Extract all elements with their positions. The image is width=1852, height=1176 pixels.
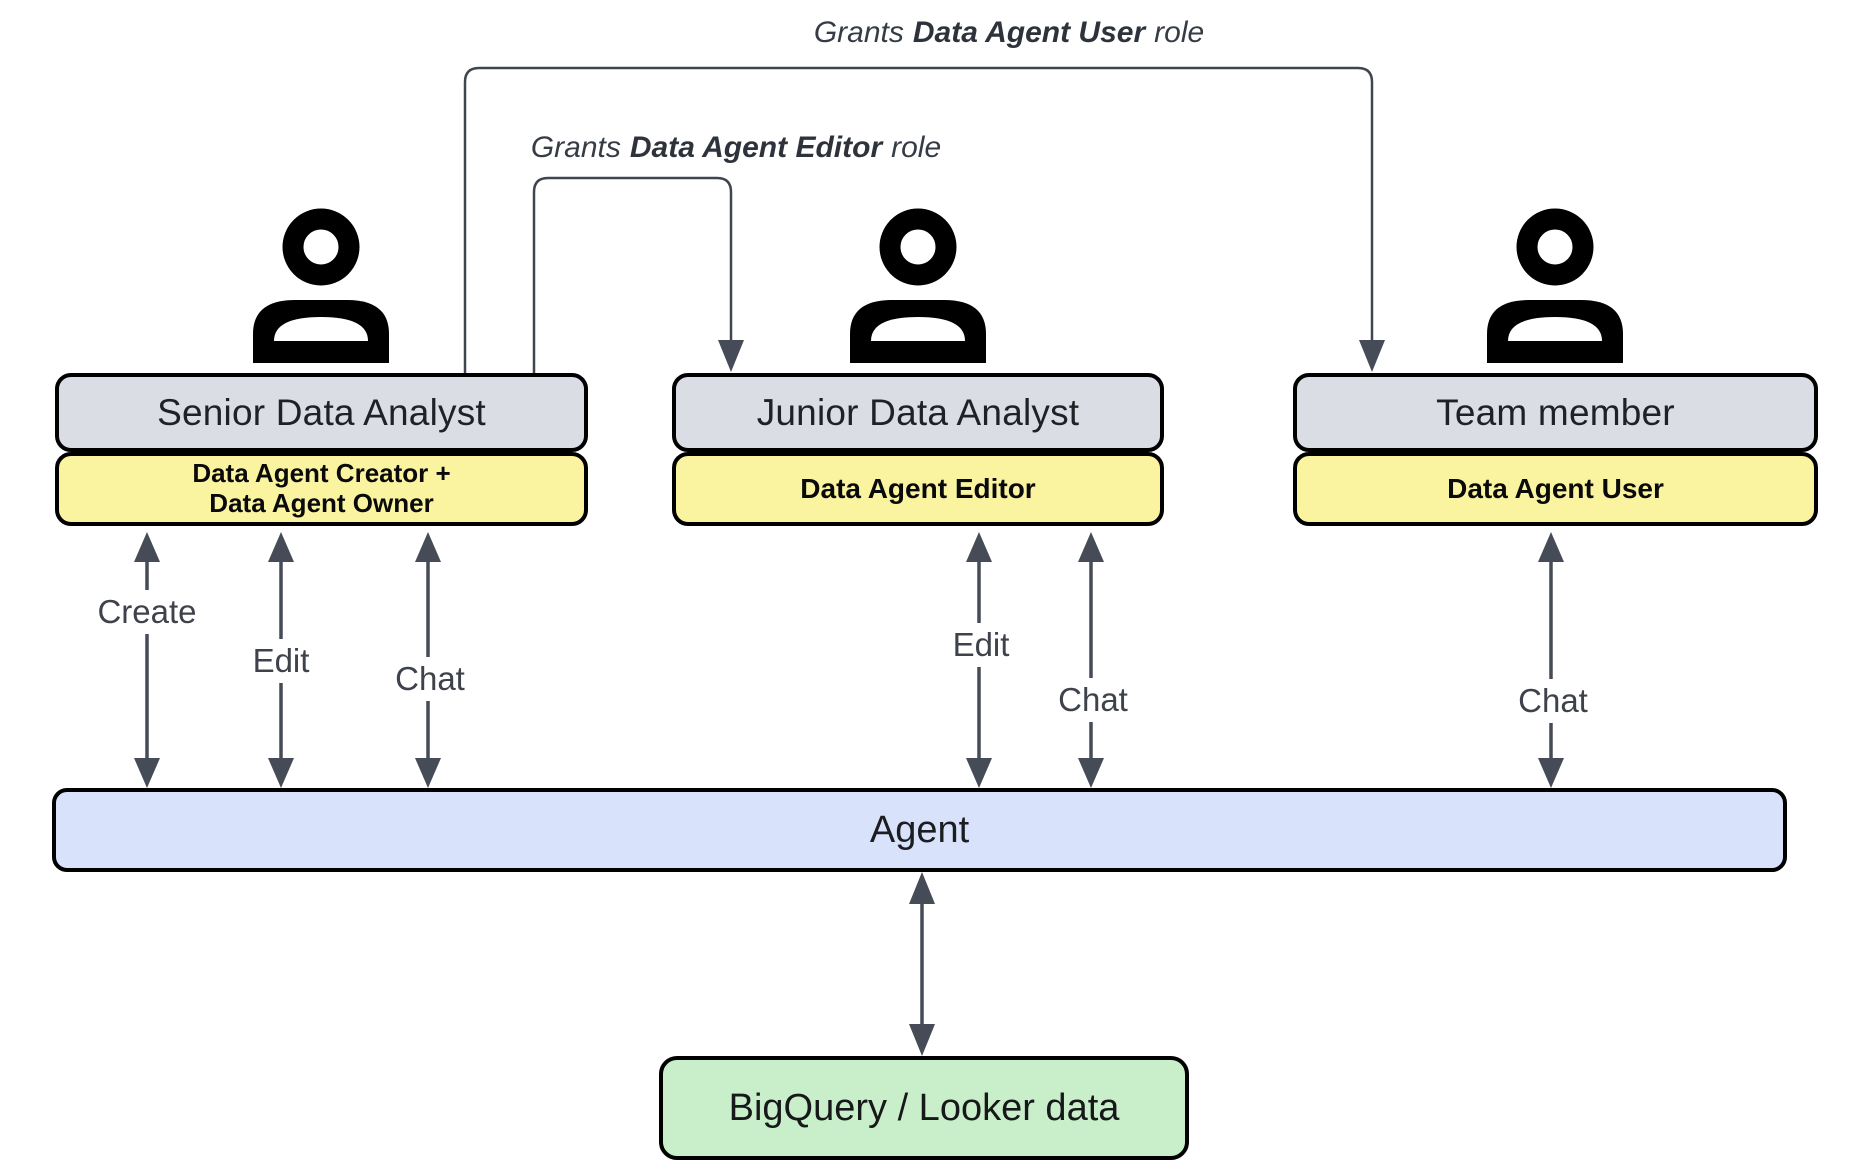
actor-title-team: Team member: [1436, 391, 1675, 433]
role-team: Data Agent User: [1447, 473, 1664, 504]
grant-editor-connector: [532, 176, 744, 373]
grant-editor-prefix: Grants: [530, 131, 621, 164]
role-junior: Data Agent Editor: [800, 473, 1036, 504]
actor-card-junior: Junior Data Analyst: [672, 373, 1164, 452]
action-label-chat-junior: Chat: [1050, 678, 1136, 722]
actor-card-team: Team member: [1293, 373, 1818, 452]
action-label-chat-team: Chat: [1510, 679, 1596, 723]
datasource-box: BigQuery / Looker data: [659, 1056, 1189, 1160]
person-icon-junior: [850, 208, 986, 363]
actor-card-senior: Senior Data Analyst: [55, 373, 588, 452]
person-icon-senior: [253, 208, 389, 363]
person-icon-team: [1487, 208, 1623, 363]
grant-editor-annotation: Grants Data Agent Editor role: [531, 131, 941, 165]
datasource-label: BigQuery / Looker data: [728, 1086, 1120, 1129]
grant-editor-suffix: role: [891, 131, 942, 164]
action-label-chat-senior: Chat: [387, 657, 473, 701]
agent-label: Agent: [869, 808, 970, 851]
agent-bar: Agent: [52, 788, 1787, 872]
actor-title-junior: Junior Data Analyst: [756, 391, 1080, 433]
chat-arrow-team: [1538, 532, 1564, 788]
chat-arrow-junior: [1078, 532, 1104, 788]
grant-editor-role: Data Agent Editor: [629, 131, 883, 164]
role-line-1: Data Agent Creator +: [192, 458, 451, 489]
actor-title-senior: Senior Data Analyst: [157, 391, 486, 433]
role-line-2: Data Agent Owner: [209, 488, 434, 518]
grant-user-annotation: Grants Data Agent User role: [814, 16, 1204, 50]
create-arrow: [134, 532, 160, 788]
role-badge-senior: Data Agent Creator + Data Agent Owner: [55, 452, 588, 526]
action-label-edit-senior: Edit: [244, 639, 318, 683]
role-badge-junior: Data Agent Editor: [672, 452, 1164, 526]
action-label-edit-junior: Edit: [944, 623, 1018, 667]
grant-user-suffix: role: [1154, 16, 1205, 49]
action-label-create: Create: [89, 590, 205, 634]
role-badge-team: Data Agent User: [1293, 452, 1818, 526]
grant-user-role: Data Agent User: [912, 16, 1146, 49]
agent-datasource-arrow: [909, 872, 935, 1056]
grant-user-prefix: Grants: [813, 16, 904, 49]
